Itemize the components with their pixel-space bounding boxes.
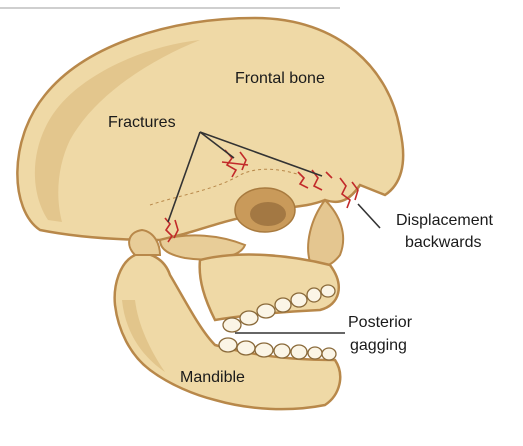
- label-mandible: Mandible: [180, 368, 245, 387]
- label-backwards: backwards: [405, 233, 481, 252]
- orbit-inner: [250, 202, 286, 226]
- label-displacement: Displacement: [396, 211, 493, 230]
- nasal-region: [308, 200, 343, 267]
- displacement-leader: [358, 204, 380, 228]
- label-gagging: gagging: [350, 336, 407, 355]
- label-fractures: Fractures: [108, 113, 176, 132]
- label-frontal-bone: Frontal bone: [235, 69, 325, 88]
- label-posterior: Posterior: [348, 313, 412, 332]
